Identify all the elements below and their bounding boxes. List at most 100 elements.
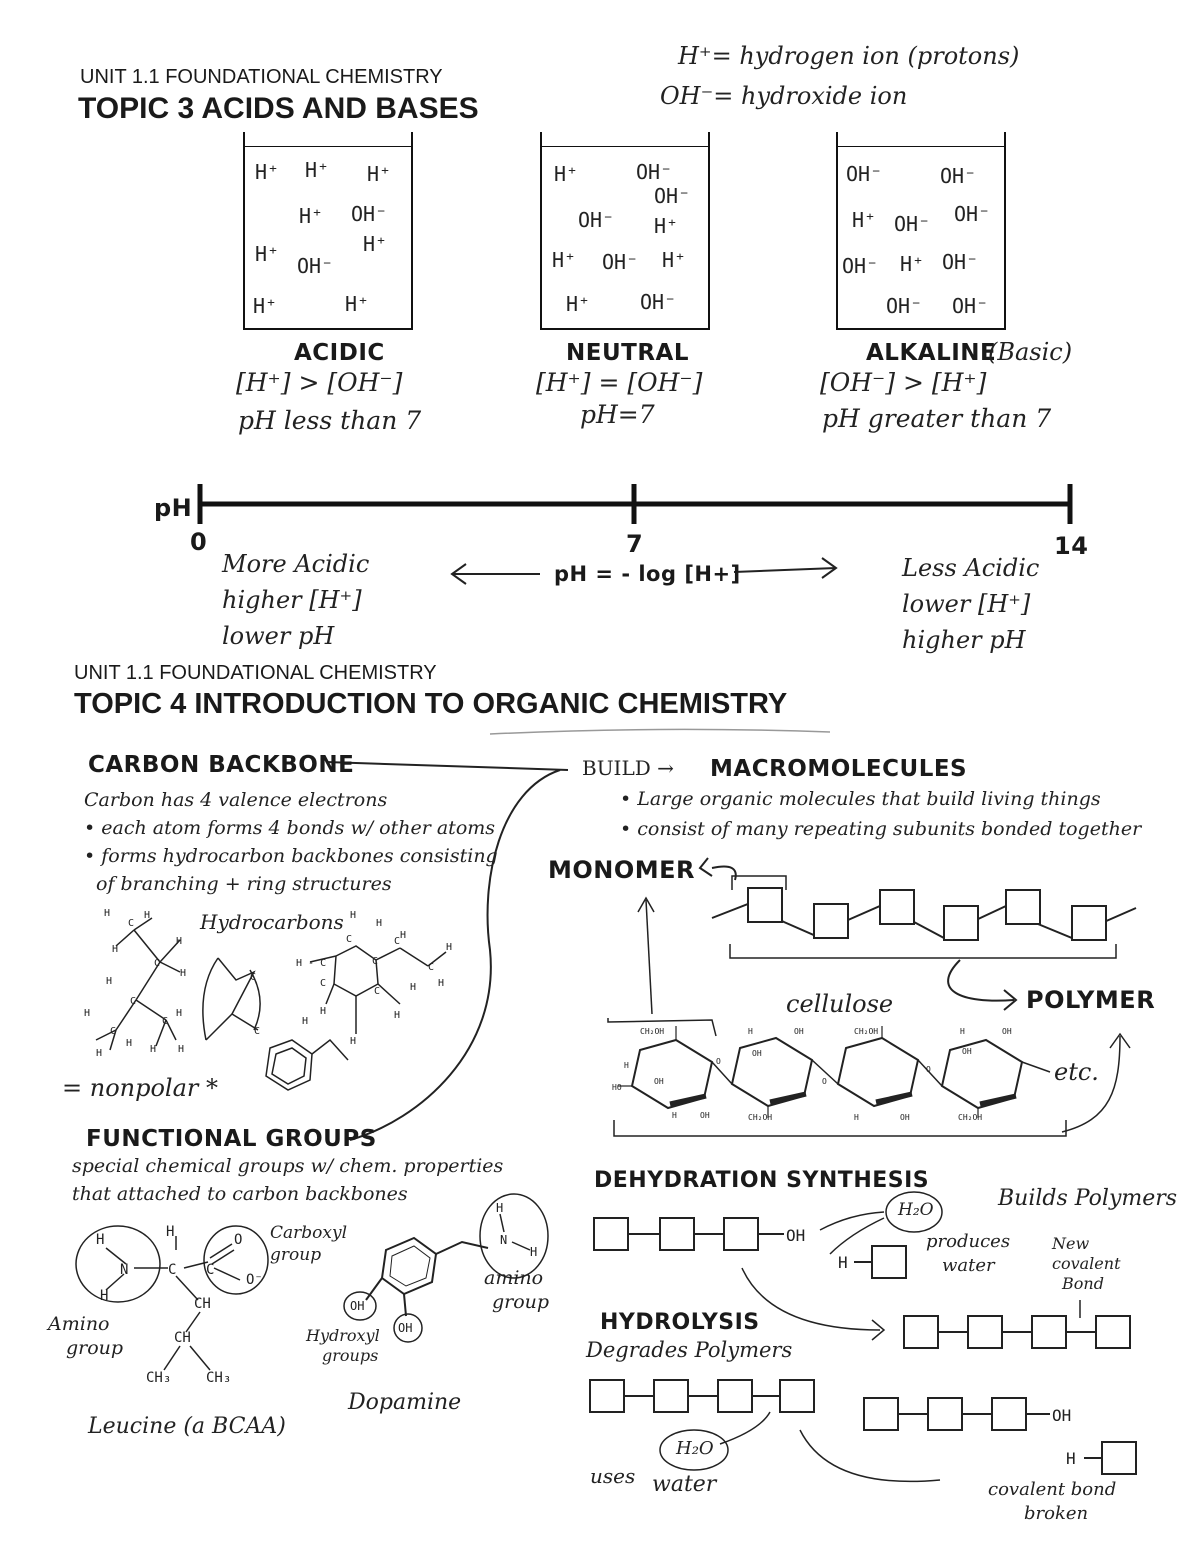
dehydration-heading: DEHYDRATION SYNTHESIS — [594, 1168, 930, 1193]
ion: OH⁻ — [654, 184, 691, 208]
acidic-equation: [H⁺] > [OH⁻] — [236, 368, 403, 397]
hydrocarbons-label: Hydrocarbons — [200, 910, 344, 934]
carbon-note: of branching + ring structures — [96, 873, 392, 895]
carbon-note: • forms hydrocarbon backbones consisting — [84, 845, 498, 867]
svg-text:C: C — [428, 962, 434, 973]
svg-text:CH: CH — [174, 1330, 191, 1346]
ion: OH⁻ — [942, 250, 979, 274]
ion: OH⁻ — [636, 160, 673, 184]
svg-text:H: H — [854, 1113, 859, 1122]
liquid-line — [245, 146, 411, 147]
polymer-unit — [879, 889, 915, 925]
svg-text:OH: OH — [1002, 1027, 1012, 1036]
svg-text:C: C — [346, 934, 352, 945]
carbon-note: • each atom forms 4 bonds w/ other atoms — [84, 817, 496, 839]
broken-text: covalent bond — [988, 1479, 1117, 1500]
monomer-arrow-head — [698, 857, 713, 877]
ion: OH⁻ — [351, 202, 388, 226]
arrow-right-head — [821, 557, 838, 579]
polymer-unit — [943, 905, 979, 941]
macromolecule-notes: • Large organic molecules that build liv… — [620, 784, 1141, 844]
ion: OH⁻ — [842, 254, 879, 278]
svg-text:C: C — [374, 986, 380, 997]
carboxyl-text: group — [270, 1245, 322, 1265]
arrow-left-head — [450, 563, 467, 585]
svg-text:H: H — [1066, 1449, 1076, 1468]
dopamine-structure — [343, 1193, 549, 1343]
svg-text:H: H — [144, 910, 150, 921]
note-lower-ph: lower pH — [222, 622, 335, 650]
svg-text:OH: OH — [654, 1077, 664, 1086]
produces-text: water — [942, 1255, 995, 1276]
ion: H⁺ — [900, 252, 925, 276]
svg-text:H: H — [672, 1111, 677, 1120]
amino-right-label: amino group — [484, 1266, 549, 1314]
ion: H⁺ — [255, 160, 280, 184]
ion: H⁺ — [255, 242, 280, 266]
uses-water-note: water — [652, 1472, 717, 1497]
svg-text:CH₂OH: CH₂OH — [854, 1027, 878, 1036]
builds-polymers-note: Builds Polymers — [998, 1186, 1178, 1211]
liquid-line — [542, 146, 708, 147]
svg-text:C: C — [320, 978, 326, 989]
new-bond-note: New covalent Bond — [1052, 1234, 1121, 1294]
legend-oh-ion: OH⁻= hydroxide ion — [660, 82, 908, 110]
svg-text:H: H — [104, 908, 110, 919]
monomer-arrow — [711, 865, 737, 881]
svg-text:C: C — [128, 918, 134, 929]
alkaline-ph: pH greater than 7 — [822, 404, 1052, 433]
amino-text: group — [492, 1291, 550, 1313]
svg-text:C: C — [254, 1026, 260, 1037]
note-higher-h: higher [H⁺] — [222, 586, 362, 614]
functional-build-connector — [349, 769, 561, 1141]
liquid-line — [838, 146, 1004, 147]
ion: H⁺ — [566, 292, 591, 316]
svg-text:H: H — [176, 1008, 182, 1019]
amino-text: group — [66, 1337, 124, 1359]
svg-text:CH₃: CH₃ — [206, 1370, 231, 1386]
svg-text:OH: OH — [900, 1113, 910, 1122]
degrades-polymers-note: Degrades Polymers — [586, 1338, 793, 1362]
dehydration-water: H₂O — [898, 1200, 934, 1220]
svg-text:CH₂OH: CH₂OH — [958, 1113, 982, 1122]
polymer-arrow — [947, 959, 1015, 1002]
ph-scale-label: pH — [154, 494, 193, 522]
svg-text:H: H — [96, 1048, 102, 1059]
ion: H⁺ — [363, 232, 388, 256]
ion: H⁺ — [253, 294, 278, 318]
svg-text:CH₂OH: CH₂OH — [640, 1027, 664, 1036]
macromolecules-heading: MACROMOLECULES — [710, 756, 968, 782]
svg-text:H: H — [530, 1245, 537, 1259]
cellulose-monomer-bracket — [607, 1018, 717, 1037]
polymer-label: POLYMER — [1026, 986, 1156, 1014]
svg-text:H: H — [176, 936, 182, 947]
svg-text:H: H — [126, 1038, 132, 1049]
produces-text: produces — [926, 1231, 1011, 1252]
hydrocarbon-structures — [95, 917, 447, 1091]
hydrolysis-labels: OH H — [1052, 1406, 1076, 1468]
beaker-alkaline: OH⁻ OH⁻ H⁺ OH⁻ OH⁻ OH⁻ H⁺ OH⁻ OH⁻ OH⁻ — [836, 132, 1006, 330]
polymer-unit — [747, 887, 783, 923]
macro-note: • consist of many repeating subunits bon… — [620, 818, 1142, 840]
broken-text: broken — [1024, 1503, 1089, 1524]
svg-text:OH: OH — [794, 1027, 804, 1036]
ion: H⁺ — [305, 158, 330, 182]
dopamine-caption: Dopamine — [348, 1390, 462, 1415]
note-less-acidic: Less Acidic — [902, 554, 1040, 582]
ion: H⁺ — [299, 204, 324, 228]
functional-notes: special chemical groups w/ chem. propert… — [72, 1152, 503, 1208]
leucine-structure — [75, 1225, 269, 1371]
ion: H⁺ — [554, 162, 579, 186]
arrow-right — [733, 567, 837, 573]
hydrocarbon-atom-labels: CCC CCH HHH HHH HHH HHH - C CHC CCH HHH … — [84, 908, 452, 1059]
svg-text:C: C — [394, 936, 400, 947]
ion: OH⁻ — [578, 208, 615, 232]
svg-text:HO: HO — [612, 1083, 622, 1092]
ion: OH⁻ — [894, 212, 931, 236]
dehydration-labels: OH H — [786, 1226, 848, 1272]
svg-text:O: O — [822, 1077, 827, 1086]
svg-text:H: H — [100, 1288, 108, 1304]
